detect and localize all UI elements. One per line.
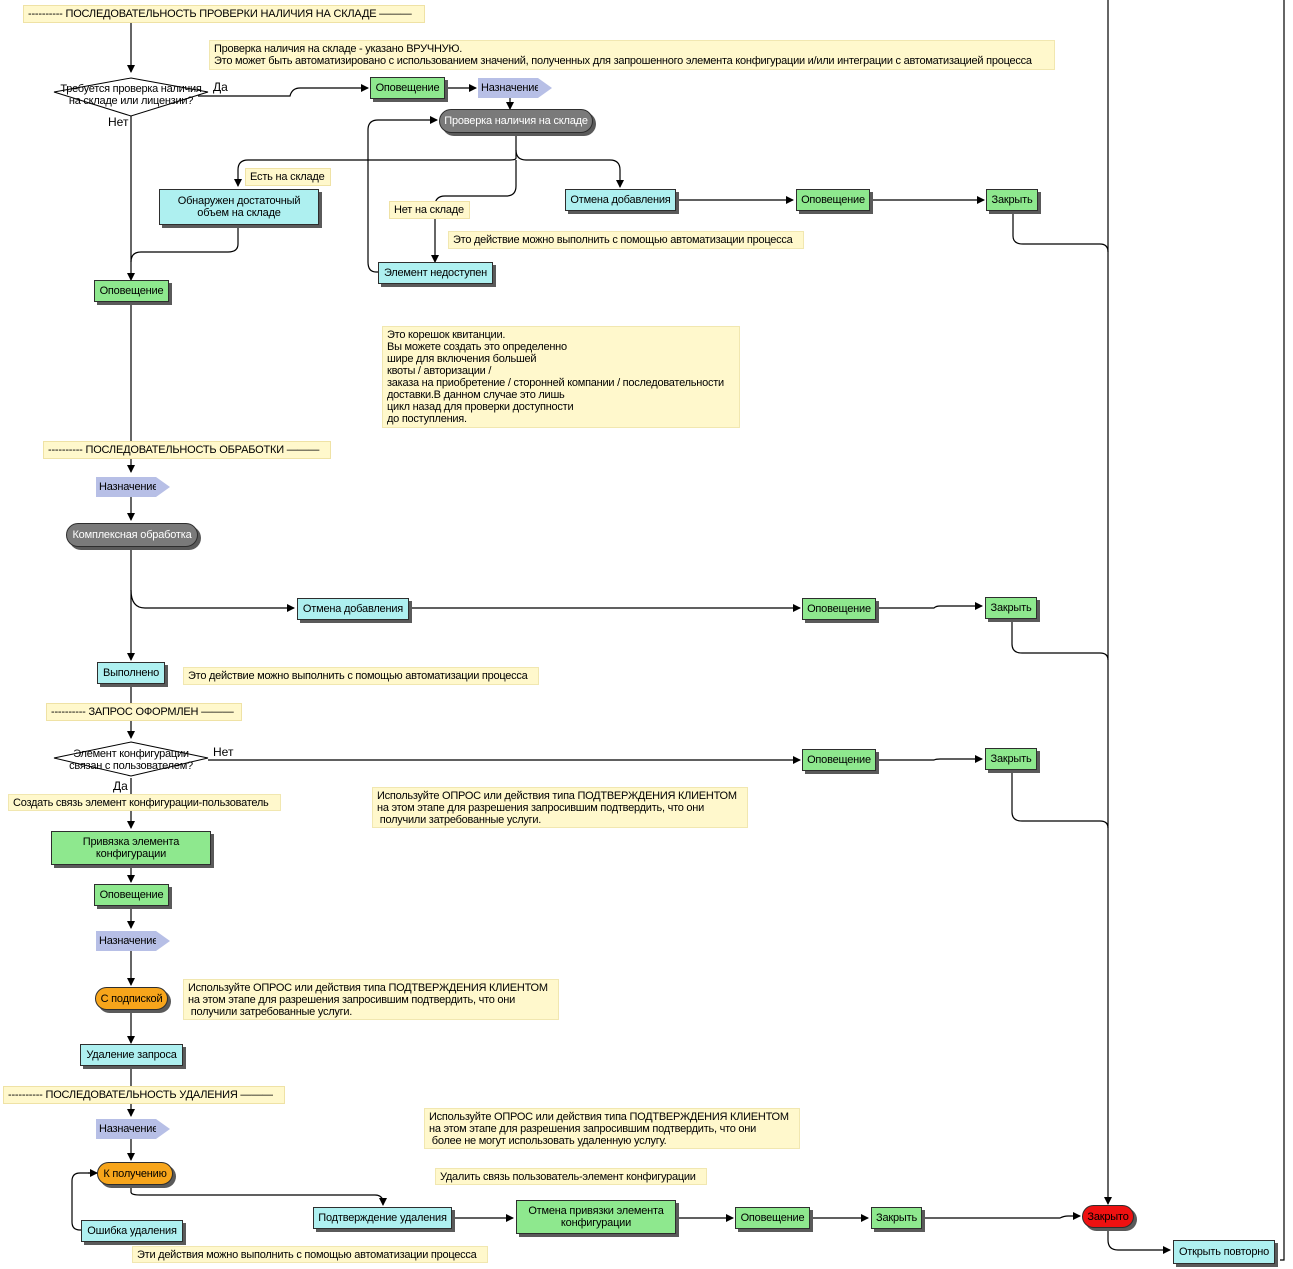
assign-node-4[interactable]: Назначение: [96, 1119, 170, 1139]
notify-node-4[interactable]: Оповещение: [802, 598, 876, 620]
decision-diamond-stock: [53, 77, 209, 117]
subscribed-node[interactable]: С подпиской: [95, 987, 168, 1010]
edge-label-no: Нет: [108, 115, 129, 129]
assign-node-1[interactable]: Назначение: [478, 78, 552, 98]
edge-label-no-ci: Нет: [213, 745, 234, 759]
header-processing-sequence: ---------- ПОСЛЕДОВАТЕЛЬНОСТЬ ОБРАБОТКИ …: [43, 441, 331, 459]
edge-label-in-stock: Есть на складе: [245, 168, 331, 186]
note-automation-2: Это действие можно выполнить с помощью а…: [183, 667, 539, 685]
decision-ci-linked: Элемент конфигурации связан с пользовате…: [69, 748, 193, 772]
header-request-done: ---------- ЗАПРОС ОФОРМЛЕН ———: [46, 703, 242, 721]
closed-node[interactable]: Закрыто: [1082, 1205, 1134, 1228]
cancel-add-node-2[interactable]: Отмена добавления: [297, 598, 409, 620]
note-automation-3: Эти действия можно выполнить с помощью а…: [132, 1246, 488, 1263]
notify-node-1[interactable]: Оповещение: [370, 77, 445, 99]
bind-ci-node[interactable]: Привязка элемента конфигурации: [51, 831, 211, 865]
delete-request-node[interactable]: Удаление запроса: [80, 1044, 183, 1066]
note-receipt-stub: Это корешок квитанции. Вы можете создать…: [382, 326, 740, 428]
close-node-3[interactable]: Закрыть: [985, 748, 1037, 770]
decision-diamond-ci: [53, 741, 209, 777]
notify-node-5[interactable]: Оповещение: [802, 749, 876, 771]
assign-node-3[interactable]: Назначение: [96, 931, 170, 951]
close-node-2[interactable]: Закрыть: [985, 597, 1037, 619]
notify-node-6[interactable]: Оповещение: [94, 884, 169, 906]
note-manual-check: Проверка наличия на складе - указано ВРУ…: [209, 40, 1055, 70]
stock-check-process[interactable]: Проверка наличия на складе: [439, 109, 593, 133]
note-automation-1: Это действие можно выполнить с помощью а…: [448, 231, 804, 249]
header-stock-sequence: ---------- ПОСЛЕДОВАТЕЛЬНОСТЬ ПРОВЕРКИ Н…: [23, 5, 425, 23]
delete-confirm-node[interactable]: Подтверждение удаления: [313, 1207, 452, 1229]
complex-processing-node[interactable]: Комплексная обработка: [66, 523, 198, 547]
header-removal-sequence: ---------- ПОСЛЕДОВАТЕЛЬНОСТЬ УДАЛЕНИЯ —…: [3, 1086, 285, 1104]
reopen-node[interactable]: Открыть повторно: [1173, 1240, 1275, 1264]
sufficient-stock-node[interactable]: Обнаружен достаточный объем на складе: [159, 189, 319, 225]
notify-node-2[interactable]: Оповещение: [796, 189, 870, 211]
notify-node-3[interactable]: Оповещение: [94, 280, 169, 302]
item-unavailable-node[interactable]: Элемент недоступен: [378, 262, 493, 284]
assign-node-2[interactable]: Назначение: [96, 477, 170, 497]
cancel-add-node-1[interactable]: Отмена добавления: [565, 189, 676, 211]
notify-node-7[interactable]: Оповещение: [735, 1207, 810, 1229]
note-survey-2: Используйте ОПРОС или действия типа ПОДТ…: [183, 979, 559, 1020]
note-create-link: Создать связь элемент конфигурации-польз…: [8, 794, 281, 811]
done-node[interactable]: Выполнено: [97, 662, 165, 684]
delete-error-node[interactable]: Ошибка удаления: [81, 1220, 183, 1242]
edge-label-not-in-stock: Нет на складе: [389, 201, 470, 219]
note-survey-3: Используйте ОПРОС или действия типа ПОДТ…: [424, 1108, 800, 1149]
to-receive-node[interactable]: К получению: [97, 1162, 173, 1185]
edge-label-yes-ci: Да: [113, 779, 128, 793]
unbind-ci-node[interactable]: Отмена привязки элемента конфигурации: [516, 1200, 676, 1234]
close-node-1[interactable]: Закрыть: [986, 189, 1038, 211]
note-delete-link: Удалить связь пользователь-элемент конфи…: [435, 1168, 707, 1185]
decision-stock-check: Требуется проверка наличия на складе или…: [60, 83, 202, 107]
note-survey-1: Используйте ОПРОС или действия типа ПОДТ…: [372, 787, 748, 828]
edge-label-yes: Да: [213, 80, 228, 94]
close-node-4[interactable]: Закрыть: [871, 1207, 922, 1229]
